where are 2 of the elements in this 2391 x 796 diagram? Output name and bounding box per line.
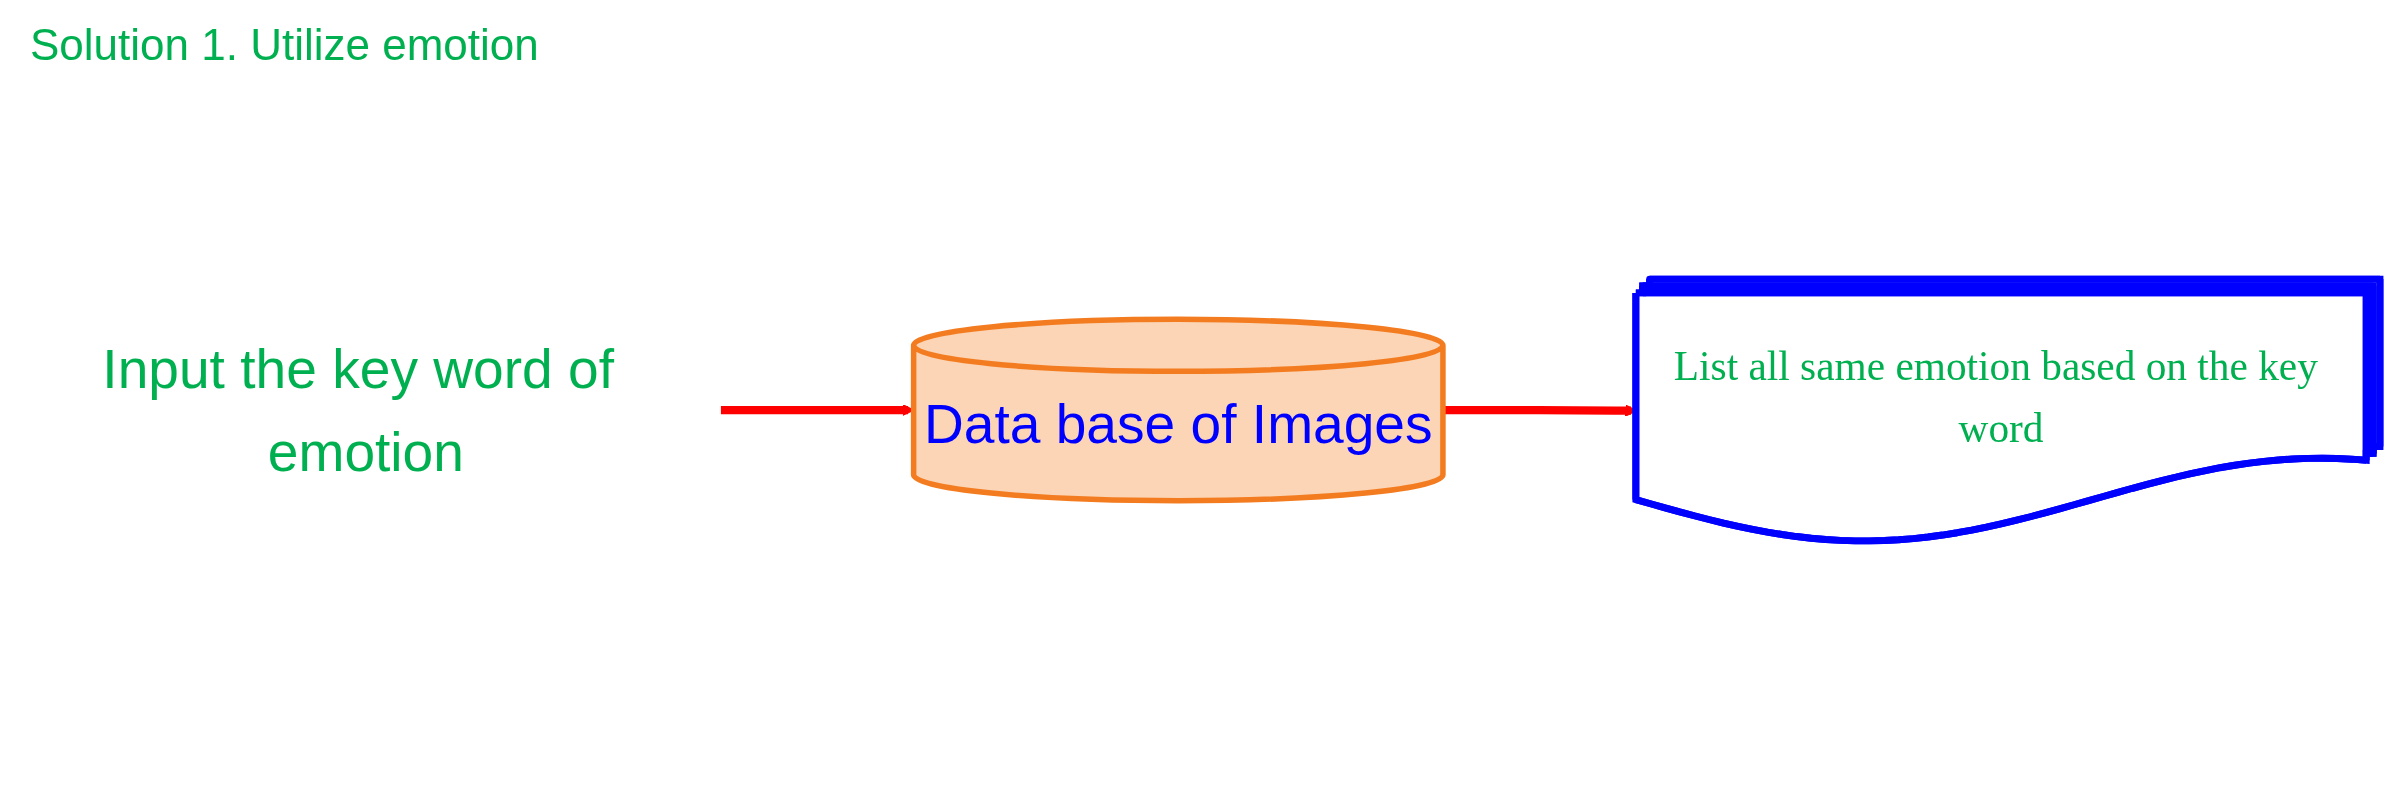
diagram-title: Solution 1. Utilize emotion (30, 20, 540, 70)
node-text: Input the key word of emotion (102, 338, 615, 482)
